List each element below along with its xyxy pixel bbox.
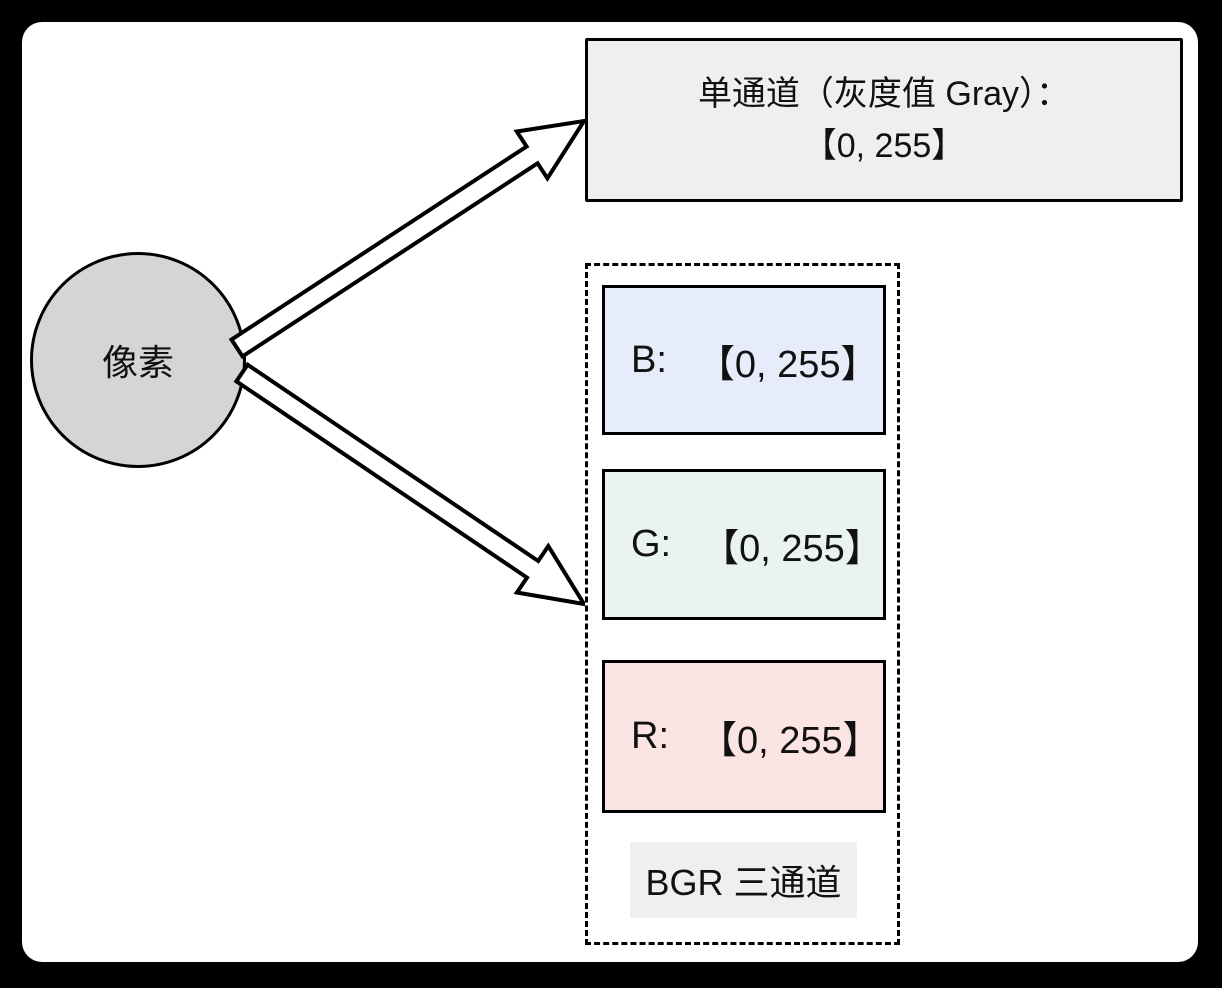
red-channel-label: R: — [631, 715, 669, 757]
blue-channel-box: B: 【0, 255】 — [602, 285, 886, 435]
gray-channel-range: 【0, 255】 — [802, 127, 966, 165]
red-channel-range: 【0, 255】 — [699, 720, 881, 762]
pixel-node: 像素 — [30, 252, 246, 468]
gray-channel-title: 单通道（灰度值 Gray）： — [697, 75, 1071, 113]
bgr-caption-label: BGR 三通道 — [645, 862, 842, 903]
bgr-caption: BGR 三通道 — [630, 842, 857, 918]
gray-channel-box: 单通道（灰度值 Gray）： 【0, 255】 — [585, 38, 1183, 202]
blue-channel-range: 【0, 255】 — [696, 343, 879, 386]
green-channel-label: G: — [631, 523, 672, 565]
blue-channel-label: B: — [631, 338, 667, 381]
green-channel-box: G: 【0, 255】 — [602, 469, 886, 620]
red-channel-box: R: 【0, 255】 — [602, 660, 886, 813]
green-channel-range: 【0, 255】 — [701, 528, 883, 570]
pixel-node-label: 像素 — [101, 342, 174, 383]
